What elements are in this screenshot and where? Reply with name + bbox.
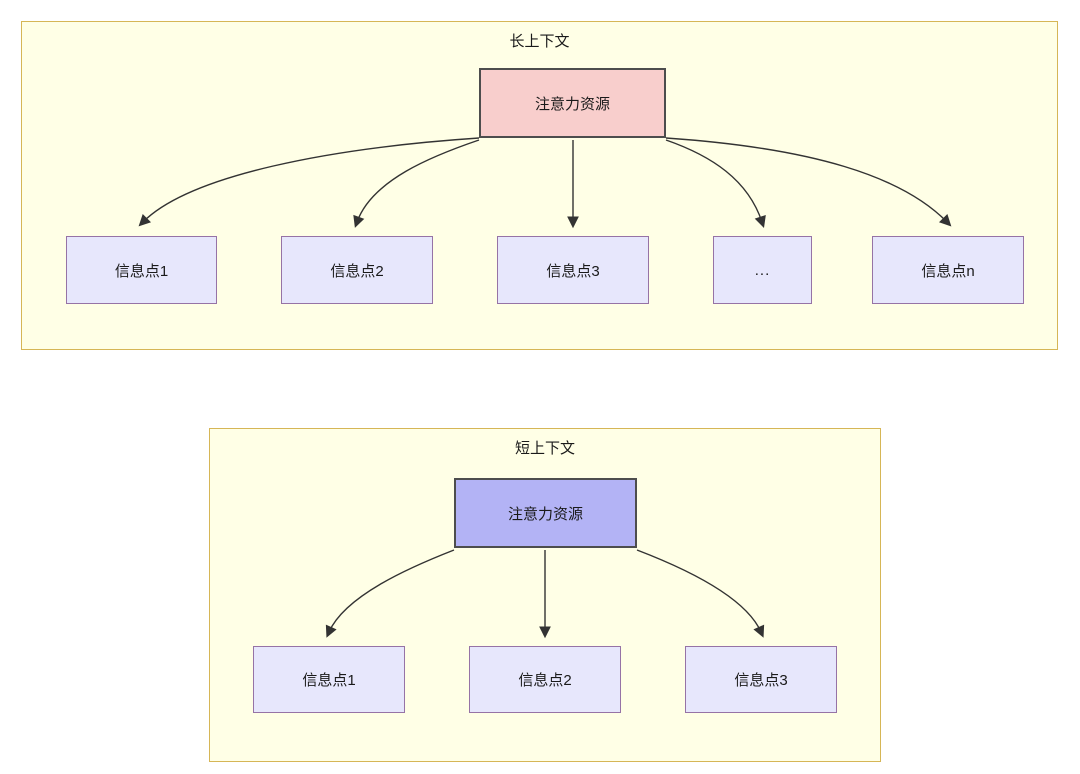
node-info-point-long-n[interactable]: 信息点n [872, 236, 1024, 304]
node-label: 信息点3 [734, 672, 788, 689]
node-info-point-long-1[interactable]: 信息点1 [66, 236, 217, 304]
node-label: 信息点2 [518, 672, 572, 689]
node-label: 信息点3 [546, 262, 600, 280]
node-attention-resource-long[interactable]: 注意力资源 [479, 68, 666, 138]
node-label: ... [754, 261, 771, 279]
node-label: 信息点n [921, 262, 975, 280]
node-info-point-long-3[interactable]: 信息点3 [497, 236, 649, 304]
node-label: 信息点1 [114, 262, 169, 280]
node-attention-resource-short[interactable]: 注意力资源 [454, 478, 637, 548]
node-label: 注意力资源 [534, 95, 610, 113]
node-info-point-long-ellipsis[interactable]: ... [713, 236, 812, 304]
group-title-long-context: 长上下文 [509, 33, 570, 50]
node-label: 信息点2 [330, 262, 384, 280]
node-info-point-short-2[interactable]: 信息点2 [469, 646, 621, 713]
group-title-short-context: 短上下文 [514, 440, 575, 457]
node-info-point-short-3[interactable]: 信息点3 [685, 646, 837, 713]
node-label: 注意力资源 [507, 505, 583, 523]
node-label: 信息点1 [302, 672, 356, 689]
node-info-point-short-1[interactable]: 信息点1 [253, 646, 405, 713]
node-info-point-long-2[interactable]: 信息点2 [281, 236, 433, 304]
